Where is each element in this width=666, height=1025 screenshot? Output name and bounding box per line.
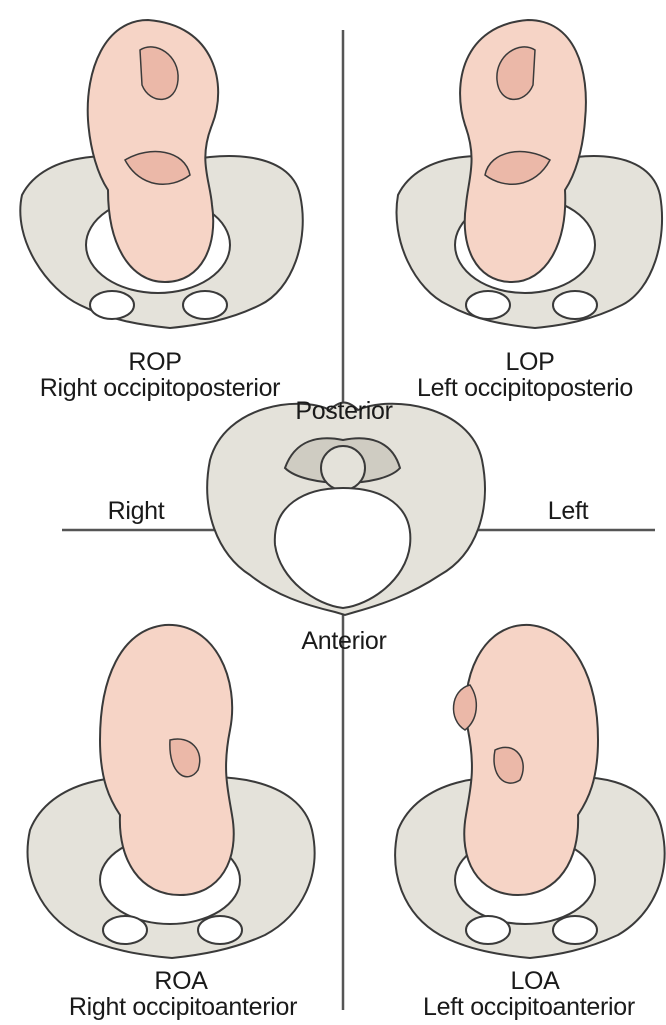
sacrum-promontory [321, 446, 365, 490]
rop-name: Right occipitoposterior [15, 375, 305, 401]
lop-name: Left occipitoposterio [390, 375, 660, 401]
loa-figure [395, 625, 664, 958]
roa-name: Right occipitoanterior [42, 994, 324, 1020]
center-pelvis [207, 403, 485, 616]
roa-figure [28, 625, 315, 958]
loa-name: Left occipitoanterior [395, 994, 663, 1020]
right-label: Right [100, 498, 172, 524]
lop-code: LOP [500, 349, 560, 375]
posterior-label: Posterior [290, 398, 398, 424]
lop-figure [396, 20, 662, 328]
rop-code: ROP [120, 349, 190, 375]
roa-code: ROA [145, 968, 217, 994]
rop-figure [20, 20, 302, 328]
anterior-label: Anterior [288, 628, 400, 654]
left-label: Left [540, 498, 596, 524]
loa-code: LOA [505, 968, 565, 994]
